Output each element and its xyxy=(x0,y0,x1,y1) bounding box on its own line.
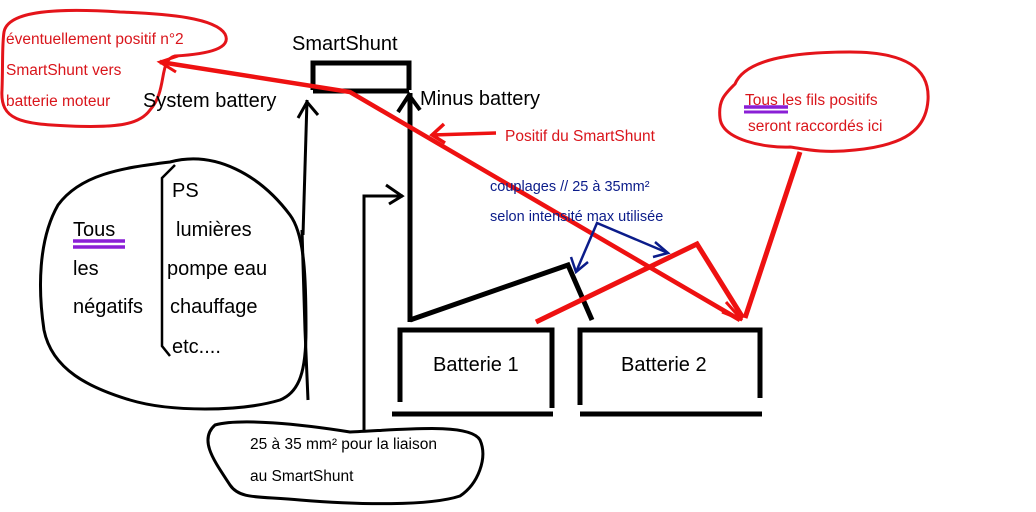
note-bubble-negatives xyxy=(39,157,308,411)
negatives-item-2: lumières xyxy=(176,219,252,241)
negatives-left-line-1: Tous xyxy=(73,219,116,241)
note-top-left-line-3: batterie moteur xyxy=(6,93,111,110)
minus-battery-wire xyxy=(396,91,422,322)
negatives-item-5: etc.... xyxy=(172,336,221,358)
battery-1-label: Batterie 1 xyxy=(433,354,519,376)
system-battery-label: System battery xyxy=(143,90,277,112)
positif-smartshunt-label: Positif du SmartShunt xyxy=(505,128,655,145)
note-coupling-line-1: couplages // 25 à 35mm² xyxy=(490,179,650,195)
negative-coupling-wire xyxy=(409,261,595,323)
note-top-left-line-1: éventuellement positif n°2 xyxy=(6,31,184,48)
battery-2 xyxy=(577,327,763,417)
negatives-item-1: PS xyxy=(172,180,199,202)
coupling-pointer-arrows xyxy=(569,221,671,275)
note-bubble-top-right xyxy=(718,50,930,153)
note-top-right-line-1: Tous les fils positifs xyxy=(745,93,878,109)
items-bracket xyxy=(160,164,176,357)
battery-1 xyxy=(392,327,555,417)
link-wire-25-35 xyxy=(362,183,405,430)
note-top-left-line-2: SmartShunt vers xyxy=(6,62,122,79)
note-top-right-line-2: seront raccordés ici xyxy=(748,118,883,135)
positive-coupling-wire xyxy=(534,240,746,325)
minus-battery-label: Minus battery xyxy=(420,88,541,110)
note-bottom-line-2: au SmartShunt xyxy=(250,468,354,485)
note-coupling-line-2: selon intensité max utilisée xyxy=(490,209,664,225)
battery-2-label: Batterie 2 xyxy=(621,354,707,376)
note-bubble-bottom xyxy=(206,420,485,506)
negatives-item-4: chauffage xyxy=(170,296,258,318)
positive-collector-line xyxy=(742,151,803,319)
negatives-item-3: pompe eau xyxy=(167,258,268,280)
smartshunt-label: SmartShunt xyxy=(292,33,398,55)
positif-pointer-arrow xyxy=(429,122,497,145)
note-top-right-rest: les fils positifs xyxy=(777,92,878,109)
smartshunt-device xyxy=(310,60,412,94)
note-top-right-underlined: Tous xyxy=(745,92,778,109)
negatives-left-line-2: les xyxy=(73,258,99,280)
note-bubble-top-left xyxy=(0,8,228,128)
negatives-left-line-3: négatifs xyxy=(73,296,144,318)
system-battery-wire xyxy=(296,99,320,401)
note-bottom-line-1: 25 à 35 mm² pour la liaison xyxy=(250,436,437,453)
positive-main-wire xyxy=(156,54,744,322)
